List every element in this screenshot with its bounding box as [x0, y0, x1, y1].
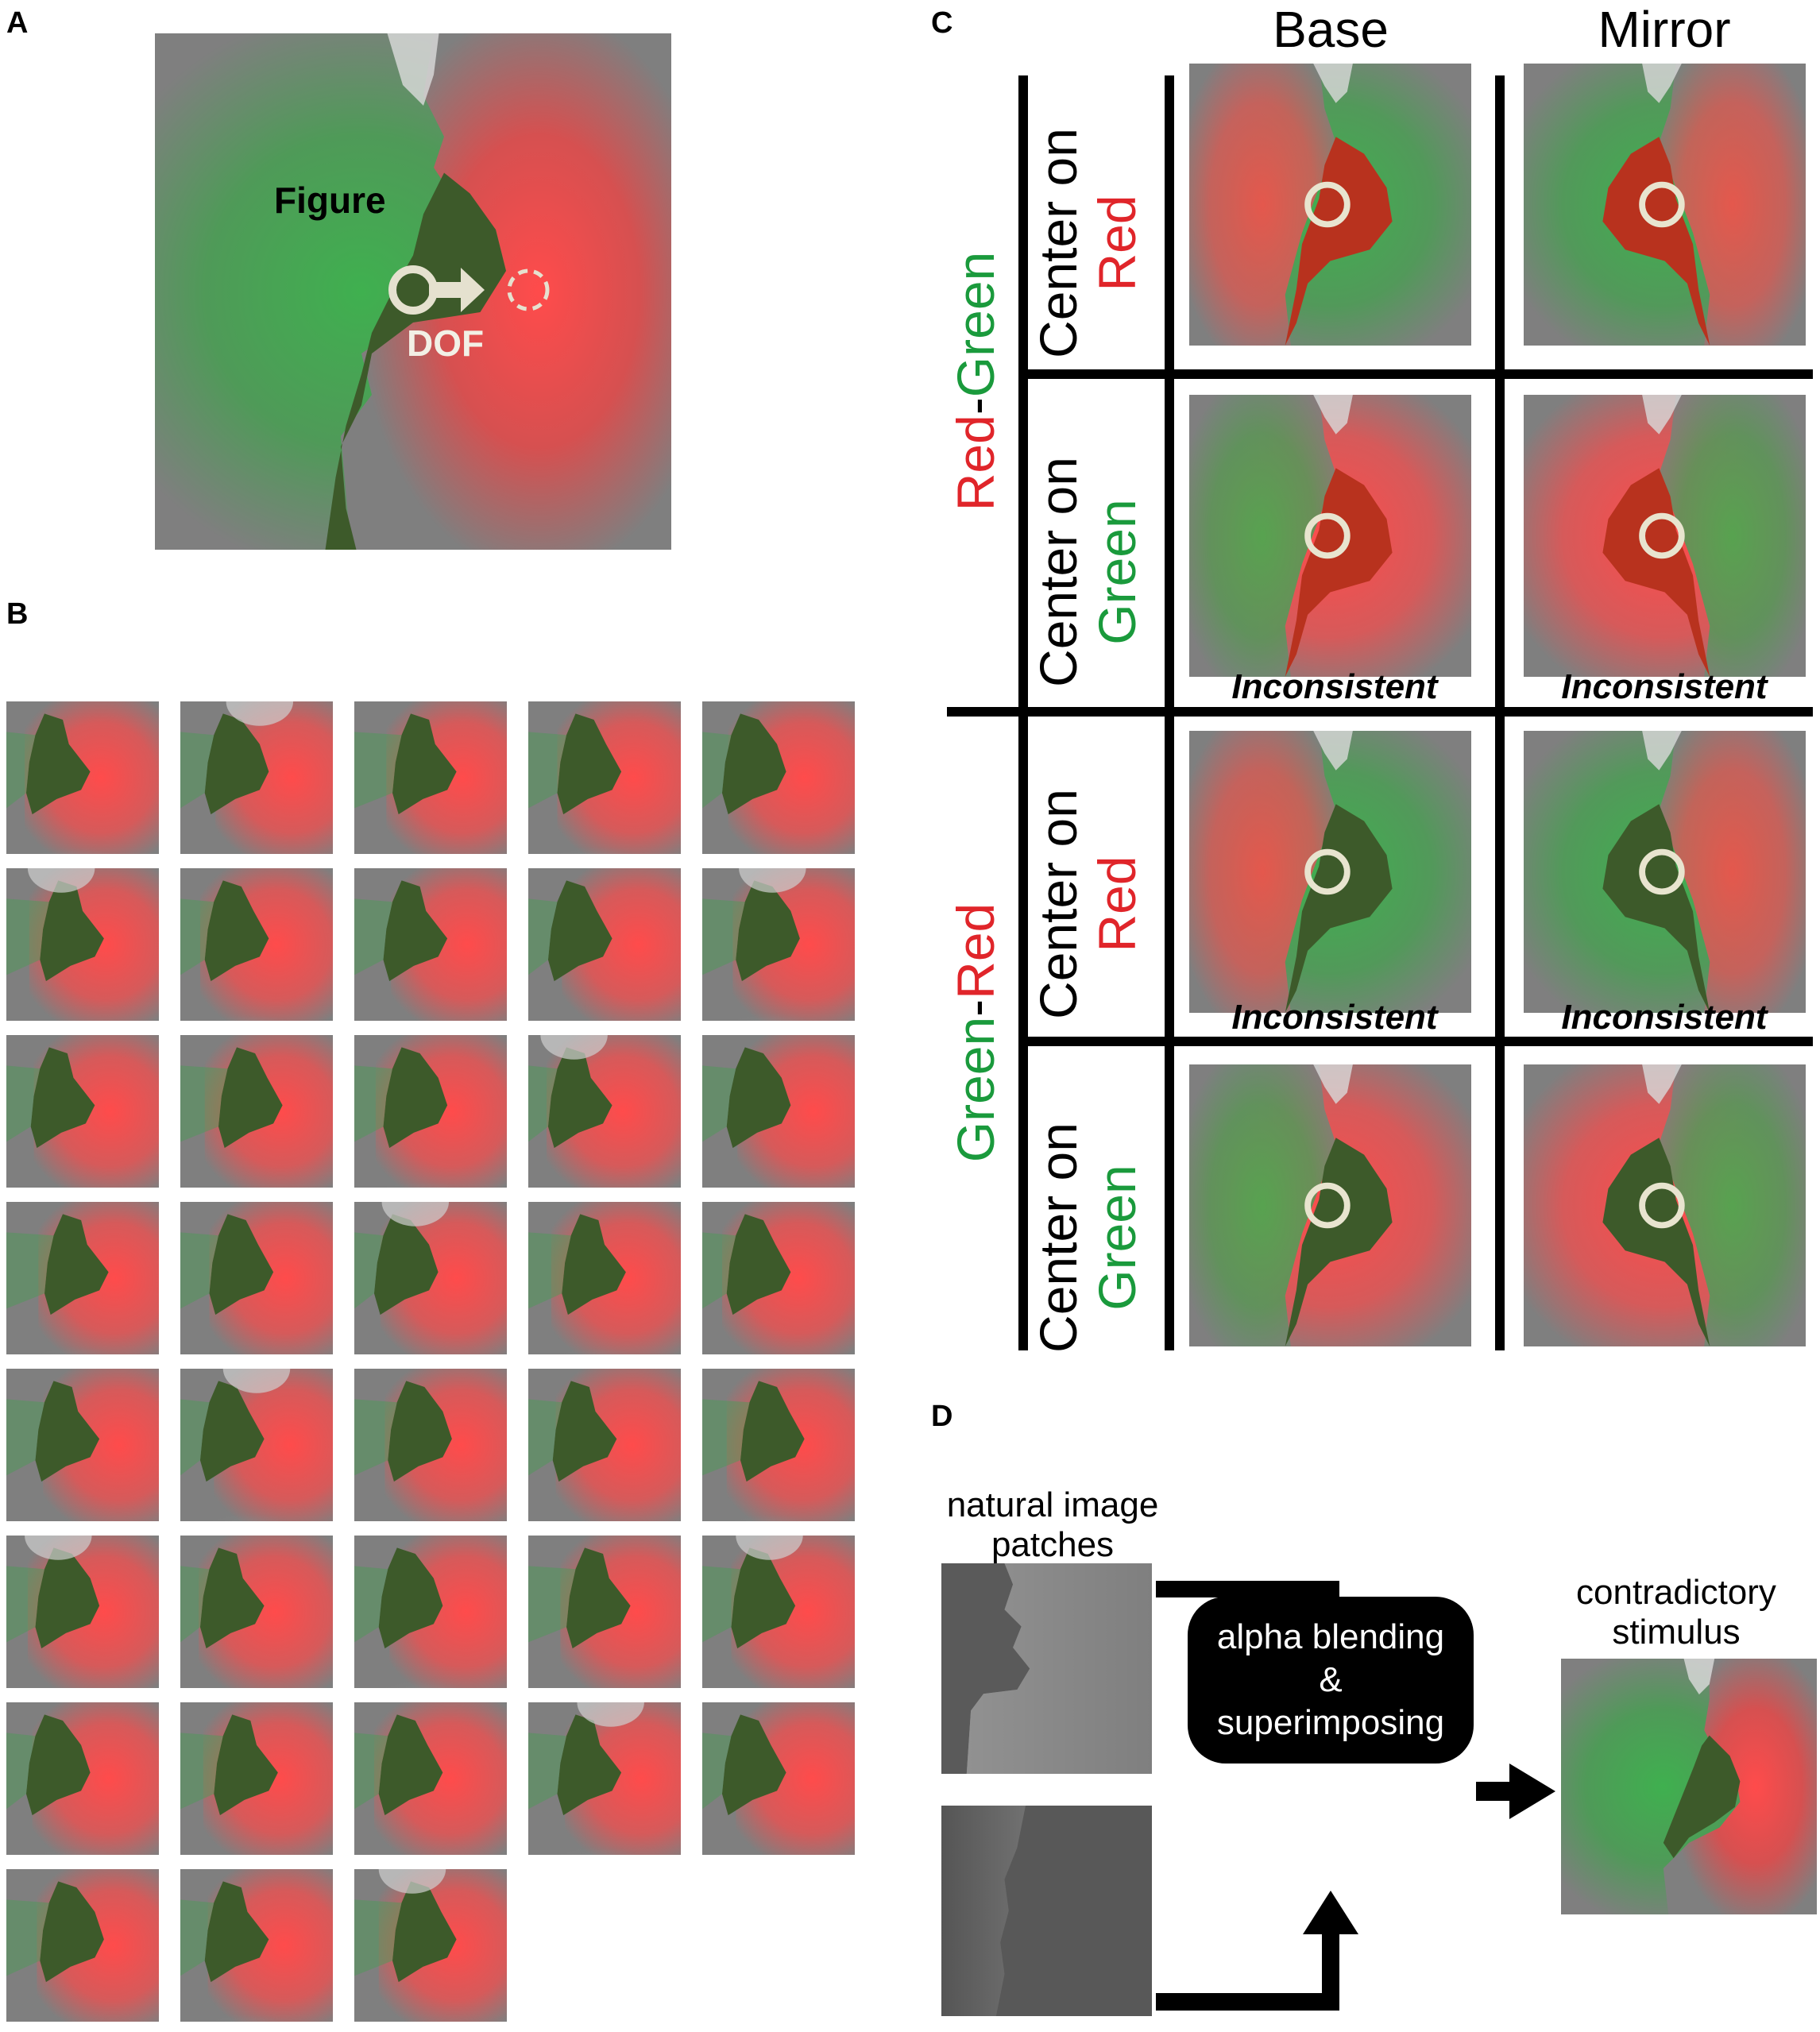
stimulus-thumbnail [354, 1369, 507, 1521]
stimulus-thumbnail [180, 1369, 333, 1521]
stimulus-thumbnail [354, 868, 507, 1021]
stimulus-thumbnail [6, 1202, 159, 1354]
stimulus-thumbnail [528, 1035, 681, 1188]
inconsistent-label-3: Inconsistent [1231, 998, 1438, 1037]
stimulus-thumbnail [354, 1702, 507, 1855]
condition-stimulus-r2-c2 [1524, 395, 1806, 677]
stimulus-thumbnail [702, 1702, 855, 1855]
condition-stimulus-r1-c2 [1524, 64, 1806, 346]
stimulus-thumbnail [702, 868, 855, 1021]
stimulus-thumbnail [180, 1702, 333, 1855]
stimulus-thumbnail [6, 701, 159, 854]
natural-patch-2 [941, 1806, 1152, 2016]
stimulus-thumbnail [528, 701, 681, 854]
panel-d-letter: D [931, 1400, 953, 1433]
stimulus-thumbnail [6, 1869, 159, 2022]
condition-stimulus-r4-c1 [1189, 1064, 1471, 1346]
stimulus-thumbnail [702, 701, 855, 854]
stimulus-thumbnail [6, 1369, 159, 1521]
group-label-green-red: Green-Red [946, 902, 1005, 1163]
stimulus-thumbnail [354, 1536, 507, 1688]
inconsistent-label-2: Inconsistent [1561, 667, 1768, 706]
stimulus-thumbnail [354, 1202, 507, 1354]
panel-a-letter: A [6, 6, 29, 40]
panel-c-letter: C [931, 6, 953, 40]
grid-line-h3 [1018, 1037, 1813, 1046]
stimulus-thumbnail [702, 1536, 855, 1688]
stimulus-thumbnail [702, 1369, 855, 1521]
stimulus-thumbnail [180, 1202, 333, 1354]
condition-stimulus-r3-c2 [1524, 731, 1806, 1013]
contradictory-stimulus [1561, 1659, 1817, 1914]
panel-b-letter: B [6, 597, 29, 631]
inconsistent-label-1: Inconsistent [1231, 667, 1438, 706]
condition-stimulus-r3-c1 [1189, 731, 1471, 1013]
stimulus-thumbnail [180, 1035, 333, 1188]
stimulus-thumbnail [528, 1202, 681, 1354]
dof-label: DOF [407, 323, 485, 364]
figure-label: Figure [274, 180, 386, 221]
alpha-blending-box: alpha blending & superimposing [1188, 1597, 1474, 1764]
natural-patch-1 [941, 1563, 1152, 1774]
stimulus-thumbnail [528, 1702, 681, 1855]
grid-line-h1 [1018, 369, 1813, 379]
panel-a-stimulus [155, 33, 671, 550]
condition-stimulus-r4-c2 [1524, 1064, 1806, 1346]
stimulus-thumbnail [6, 868, 159, 1021]
stimulus-thumbnail [180, 701, 333, 854]
stimulus-thumbnail [6, 1035, 159, 1188]
stimulus-thumbnail [528, 868, 681, 1021]
stimulus-thumbnail [702, 1202, 855, 1354]
stimulus-thumbnail [354, 1869, 507, 2022]
inconsistent-label-4: Inconsistent [1561, 998, 1768, 1037]
stimulus-thumbnail [180, 1536, 333, 1688]
condition-stimulus-r1-c1 [1189, 64, 1471, 346]
col-header-mirror: Mirror [1598, 1, 1731, 58]
grid-line-h2 [947, 707, 1813, 717]
col-header-base: Base [1273, 1, 1389, 58]
stimulus-thumbnail [354, 1035, 507, 1188]
stimulus-thumbnail [6, 1536, 159, 1688]
stimulus-thumbnail [354, 701, 507, 854]
stimulus-thumbnail [528, 1536, 681, 1688]
output-arrow-icon [1476, 1764, 1555, 1819]
stimulus-thumbnail [6, 1702, 159, 1855]
dof-arrow-icon [388, 265, 550, 315]
stimulus-thumbnail [180, 1869, 333, 2022]
group-label-red-green: Red-Green [946, 251, 1005, 512]
stimulus-thumbnail [180, 868, 333, 1021]
condition-stimulus-r2-c1 [1189, 395, 1471, 677]
stimulus-thumbnail [702, 1035, 855, 1188]
stimulus-thumbnail [528, 1369, 681, 1521]
